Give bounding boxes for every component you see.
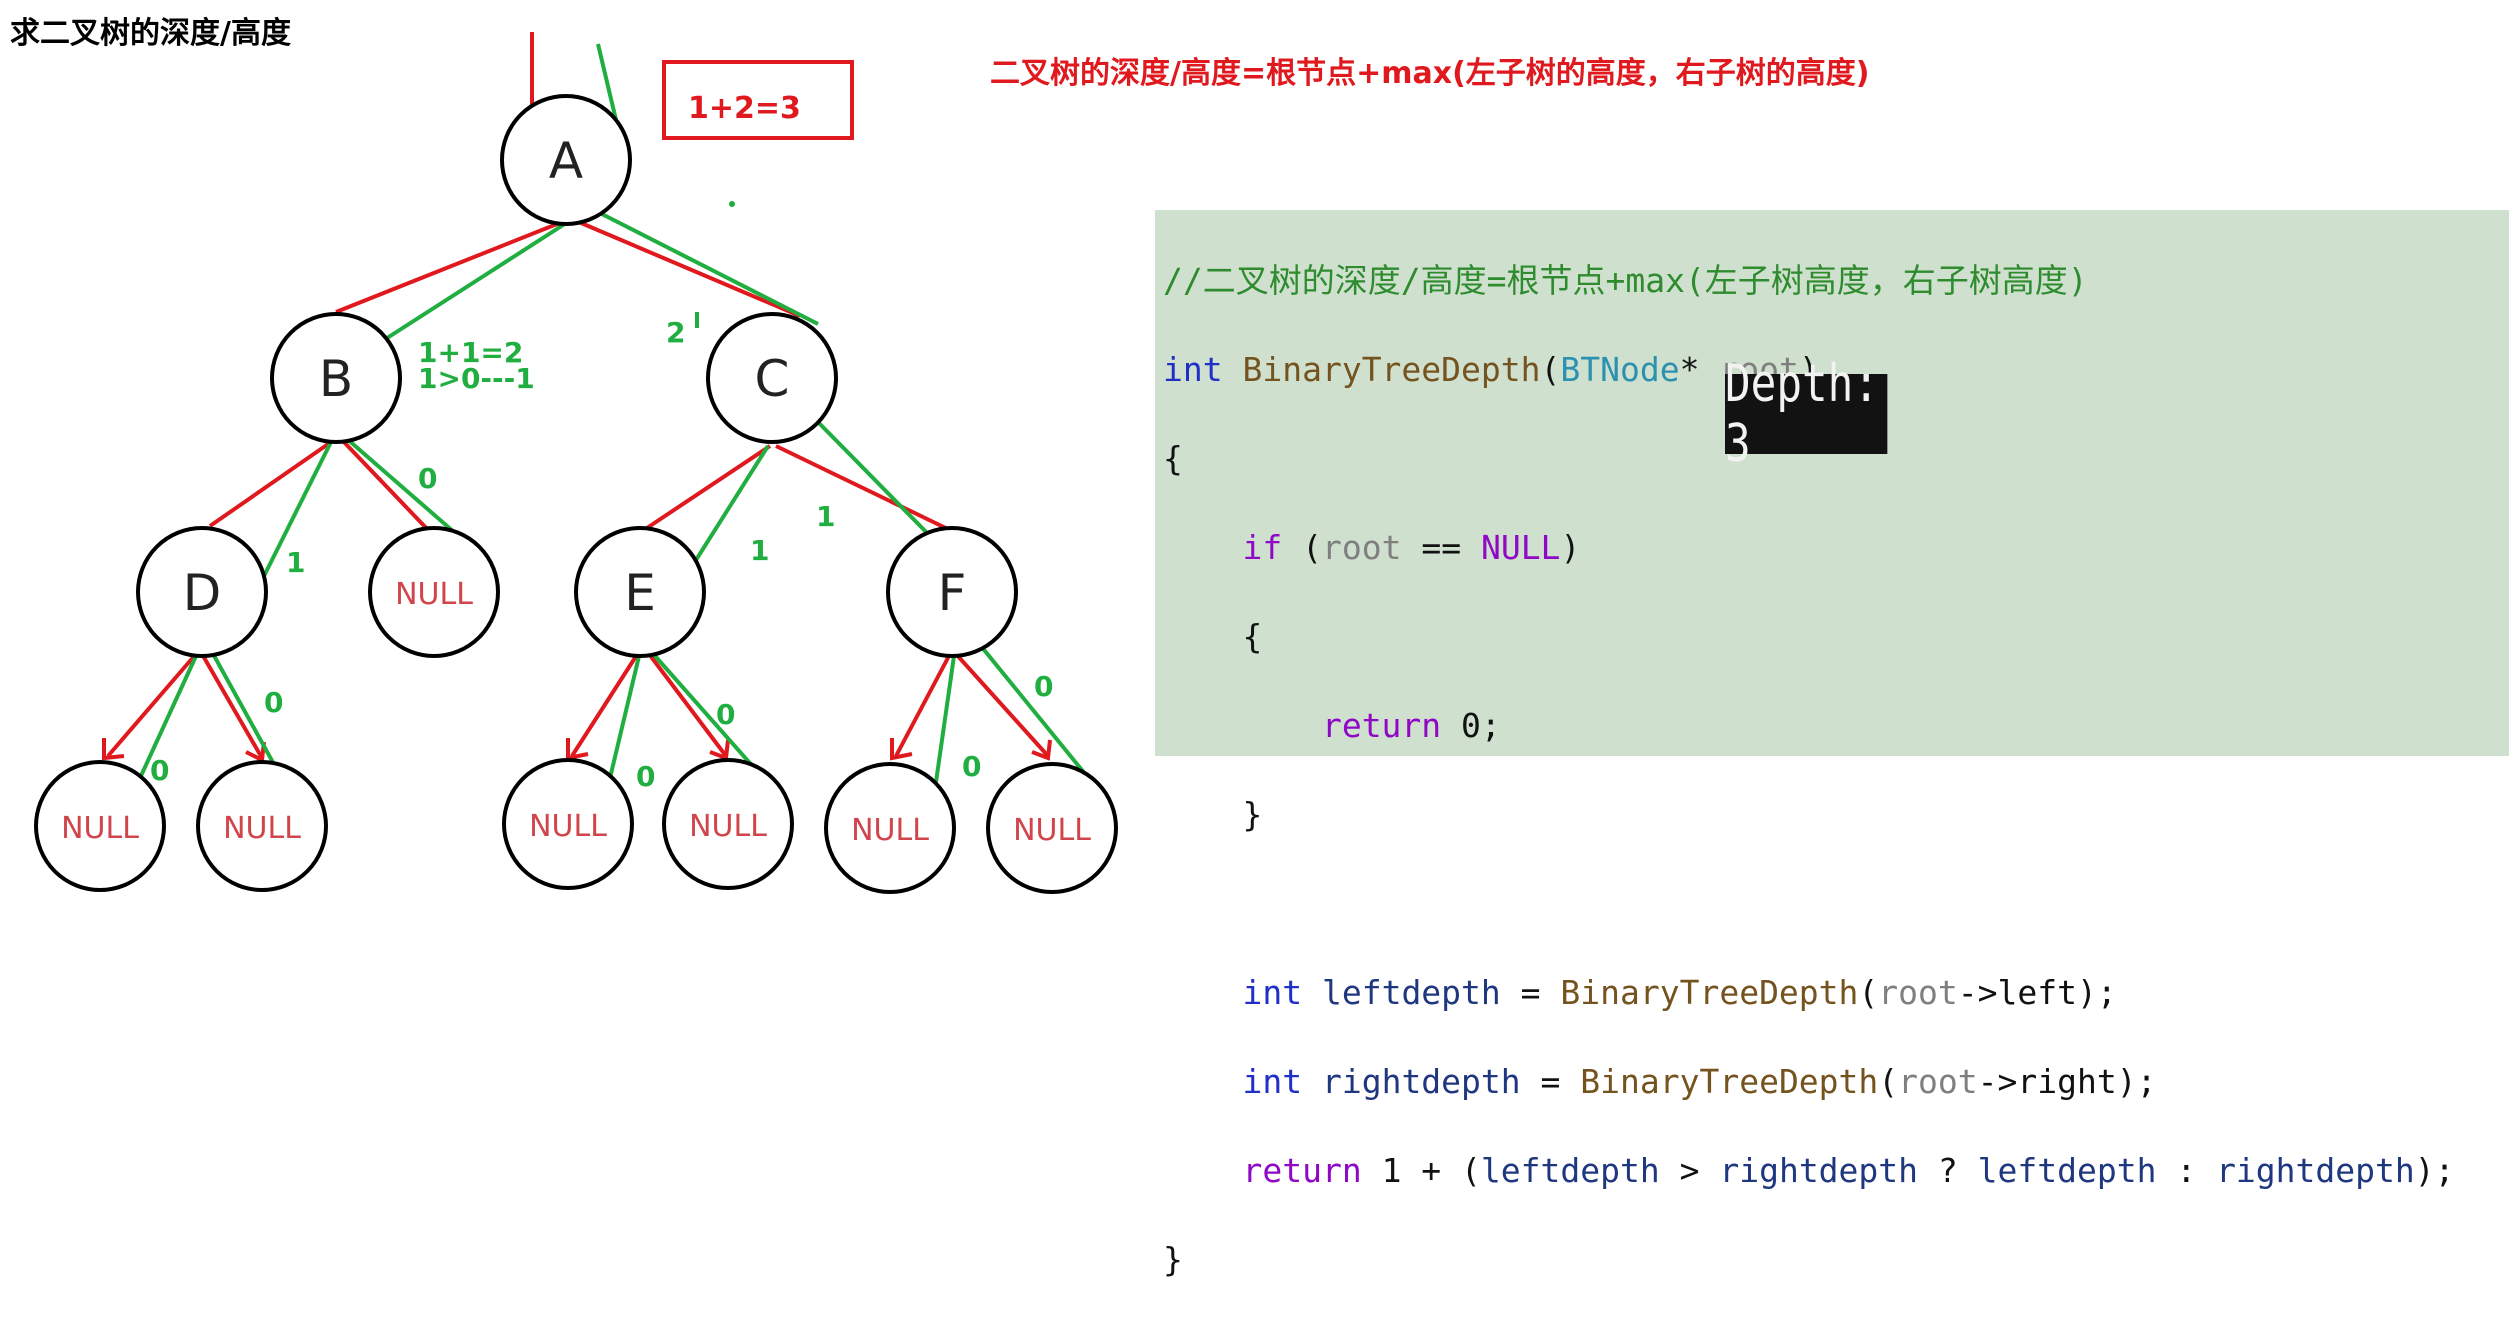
code-var: leftdepth [1480,1150,1660,1190]
code-keyword-null: NULL [1480,527,1561,567]
binary-tree-diagram: A B C D NULL E F NULL NULL NULL NULL [34,32,1118,894]
code-punct: ); [2414,1150,2455,1190]
b-right-note: 0 [418,462,437,495]
code-punct: * [1679,349,1720,389]
code-var: rightdepth [2216,1150,2415,1190]
depth-result-badge: Depth: 3 [1725,354,1888,474]
code-keyword-int: int [1242,972,1303,1012]
null-label: NULL [851,813,929,848]
code-var: leftdepth [1321,972,1501,1012]
code-brace: } [1242,794,1263,834]
tree-node-c: C [706,312,838,444]
node-label: D [183,564,222,622]
f-null-left-note: 0 [962,750,981,783]
tree-node-f-null-left: NULL [824,762,956,894]
green-dot [729,201,735,207]
code-punct: = [1500,972,1561,1012]
code-keyword-return: return [1242,1150,1362,1190]
tree-node-b-null: NULL [368,526,500,658]
f-null-right-note: 0 [1034,670,1053,703]
null-label: NULL [61,811,139,846]
code-brace: { [1163,438,1183,478]
tree-node-e-null-left: NULL [502,758,634,890]
tree-node-d-null-left: NULL [34,760,166,892]
null-label: NULL [1013,813,1091,848]
null-label: NULL [395,577,473,612]
f-depth-note: 1 [816,500,835,533]
code-function-name: BinaryTreeDepth [1242,349,1541,389]
tree-node-a: A [500,94,632,226]
code-punct: > [1659,1150,1720,1190]
code-punct: : [2156,1150,2217,1190]
code-punct: ->left); [1957,972,2117,1012]
d-null-left-note: 0 [150,754,169,787]
tree-node-e-null-right: NULL [662,758,794,890]
code-var: rightdepth [1719,1150,1919,1190]
tree-node-f-null-right: NULL [986,762,1118,894]
code-var: leftdepth [1977,1150,2157,1190]
code-punct: ) [1560,527,1581,567]
code-function-name: BinaryTreeDepth [1580,1061,1879,1101]
code-param: root [1898,1061,1978,1101]
b-compare-note: 1>0---1 [418,362,535,395]
tree-node-d: D [136,526,268,658]
node-label: C [755,350,790,408]
code-punct: ( [1282,527,1322,567]
tree-node-d-null-right: NULL [196,760,328,892]
code-brace: } [1163,1239,1183,1279]
b-calc-note: 1+1=2 [418,336,523,369]
d-null-right-note: 0 [264,686,283,719]
node-label: F [938,564,967,622]
code-punct: 1 + ( [1361,1150,1481,1190]
root-result-text: 1+2=3 [688,91,801,126]
null-label: NULL [689,809,767,844]
code-var: rightdepth [1321,1061,1521,1101]
code-param: root [1878,972,1958,1012]
code-punct: ( [1878,1061,1899,1101]
code-keyword-int: int [1242,1061,1303,1101]
code-param: root [1321,527,1402,567]
red-edges [106,218,1050,759]
node-label: A [549,132,583,190]
code-type-name: BTNode [1560,349,1680,389]
depth-formula: 二叉树的深度/高度=根节点+max(左子树的高度，右子树的高度) [990,56,1870,91]
code-keyword-if: if [1242,527,1283,567]
code-punct: == [1401,527,1481,567]
page-title: 求二叉树的深度/高度 [10,16,291,51]
code-brace: { [1242,616,1263,656]
root-result-box [662,60,854,140]
tree-node-b: B [270,312,402,444]
code-punct: ? [1918,1150,1978,1190]
code-keyword-return: return [1321,705,1442,745]
code-keyword-int: int [1163,349,1223,389]
e-null-right-note: 0 [716,698,735,731]
root-green-stroke [596,43,618,121]
code-punct: = [1520,1061,1581,1101]
node-label: E [624,564,656,622]
null-label: NULL [529,809,607,844]
code-punct: ( [1540,349,1561,389]
e-depth-note: 1 [750,534,769,567]
code-comment: //二叉树的深度/高度=根节点+max(左子树高度，右子树高度) [1163,260,2088,300]
code-punct: ( [1858,972,1879,1012]
green-edges [138,208,1092,787]
tree-node-e: E [574,526,706,658]
code-function-name: BinaryTreeDepth [1560,972,1859,1012]
null-label: NULL [223,811,301,846]
e-null-left-note: 0 [636,760,655,793]
node-label: B [319,350,353,408]
code-panel: //二叉树的深度/高度=根节点+max(左子树高度，右子树高度) int Bin… [1155,210,2509,1279]
d-depth-note: 1 [286,546,305,579]
code-punct: 0; [1441,705,1501,745]
tree-node-f: F [886,526,1018,658]
code-punct: ->right); [1977,1061,2157,1101]
c-depth-note: 2 [666,316,685,349]
